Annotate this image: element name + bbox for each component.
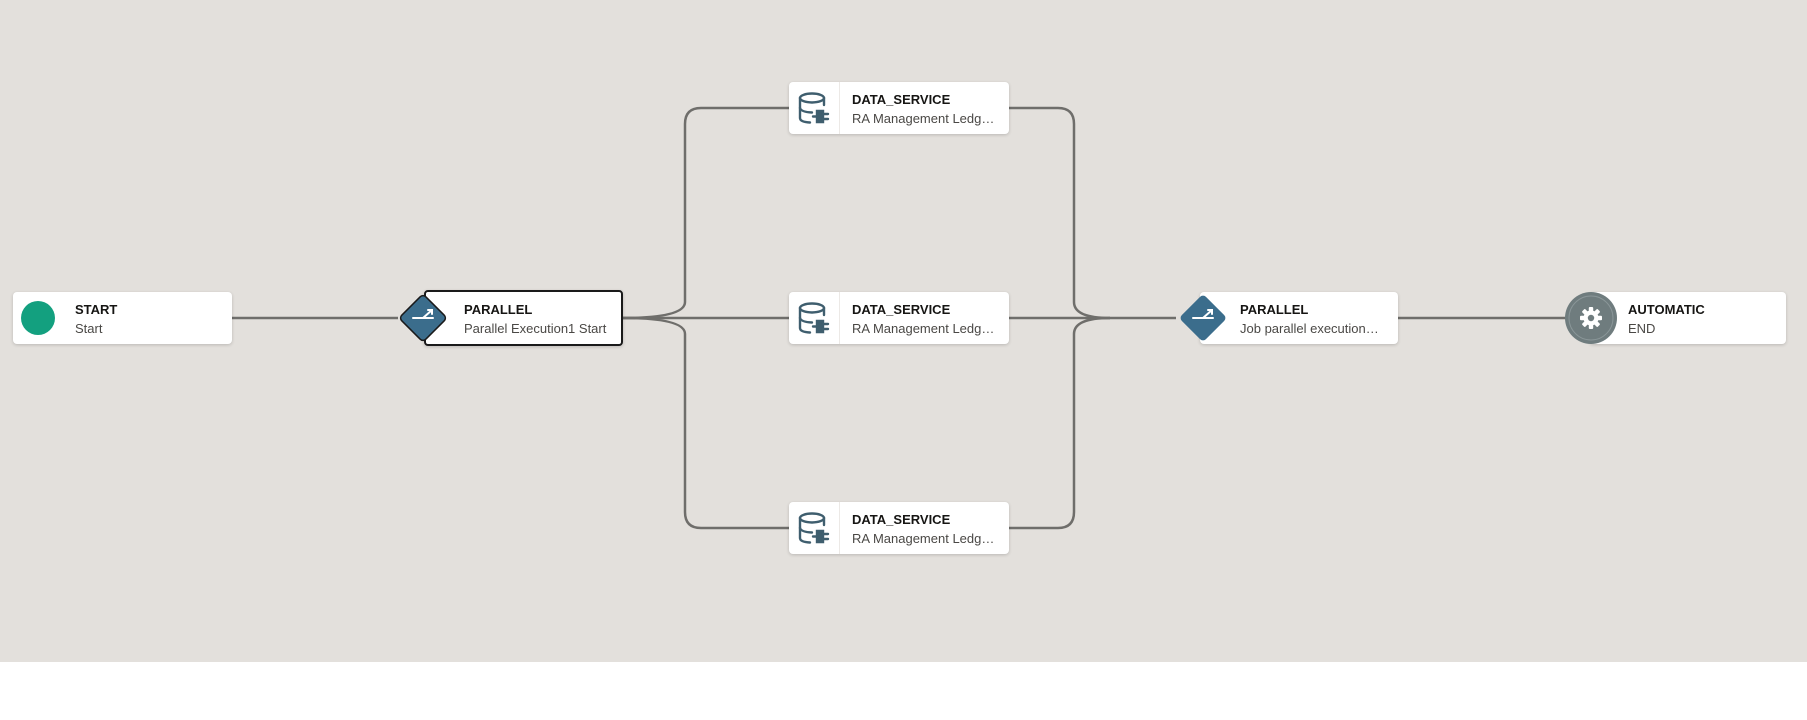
node-divider bbox=[839, 292, 840, 344]
node-type-label: DATA_SERVICE bbox=[852, 512, 951, 527]
database-plug-icon bbox=[797, 301, 831, 335]
node-name-label: RA Management Ledg… bbox=[852, 321, 995, 336]
edge-ds-top-to-join bbox=[1008, 106, 1111, 320]
database-plug-icon bbox=[797, 511, 831, 545]
node-divider bbox=[839, 82, 840, 134]
node-name-label: Parallel Execution1 Start bbox=[464, 321, 607, 336]
node-name-label: RA Management Ledg… bbox=[852, 531, 995, 546]
node-name-label: END bbox=[1628, 321, 1656, 336]
node-type-label: PARALLEL bbox=[1240, 302, 1309, 317]
node-parallel-end[interactable]: PARALLEL Job parallel execution… bbox=[1200, 292, 1398, 344]
node-data-service-mid[interactable]: DATA_SERVICE RA Management Ledg… bbox=[789, 292, 1009, 344]
node-data-service-bottom[interactable]: DATA_SERVICE RA Management Ledg… bbox=[789, 502, 1009, 554]
node-name-label: Job parallel execution… bbox=[1240, 321, 1379, 336]
node-data-service-top[interactable]: DATA_SERVICE RA Management Ledg… bbox=[789, 82, 1009, 134]
node-name-label: RA Management Ledg… bbox=[852, 111, 995, 126]
edge-ds-bot-to-join bbox=[1008, 316, 1111, 530]
workflow-canvas[interactable]: START Start PARALLEL Parallel Execution1… bbox=[0, 0, 1807, 662]
node-start[interactable]: START Start bbox=[13, 292, 232, 344]
node-name-label: Start bbox=[75, 321, 103, 336]
node-type-label: PARALLEL bbox=[464, 302, 533, 317]
node-divider bbox=[839, 502, 840, 554]
fork-arrow-icon bbox=[1175, 290, 1231, 346]
node-parallel-start[interactable]: PARALLEL Parallel Execution1 Start bbox=[424, 290, 623, 346]
fork-arrow-icon bbox=[395, 290, 451, 346]
node-type-label: DATA_SERVICE bbox=[852, 92, 951, 107]
node-type-label: START bbox=[75, 302, 118, 317]
workflow-edges bbox=[232, 106, 1566, 530]
node-type-label: DATA_SERVICE bbox=[852, 302, 951, 317]
edge-fork-to-ds-top bbox=[621, 106, 790, 320]
start-circle-icon bbox=[21, 301, 55, 335]
database-plug-icon bbox=[797, 91, 831, 125]
node-type-label: AUTOMATIC bbox=[1628, 302, 1705, 317]
gear-icon bbox=[1565, 292, 1617, 344]
edge-fork-to-ds-bot bbox=[621, 316, 790, 530]
node-automatic-end[interactable]: AUTOMATIC END bbox=[1589, 292, 1786, 344]
